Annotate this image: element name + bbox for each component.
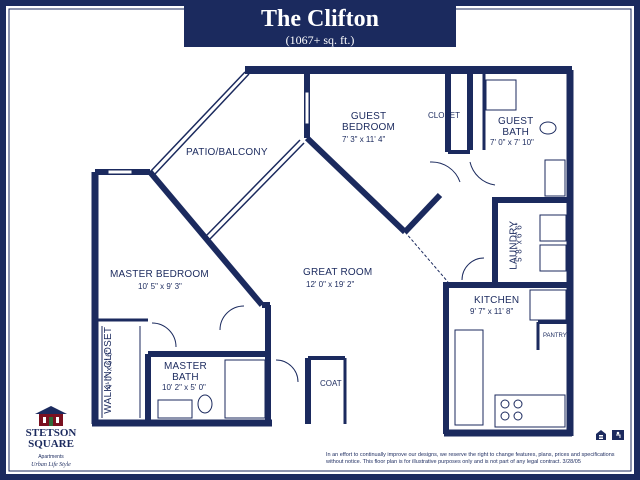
stetson-square-logo: STETSON SQUARE Apartments Urban Life Sty… [16, 404, 86, 476]
room-guest-bath-label: GUEST BATH [498, 116, 534, 138]
plan-title: The Clifton [260, 6, 379, 32]
logo-tagline: Urban Life Style [31, 462, 71, 468]
floor-plan [91, 66, 574, 437]
room-coat-label: COAT [320, 379, 342, 388]
room-master-bedroom-dim: 10' 5" x 9' 3" [138, 282, 182, 291]
room-guest-bedroom-label: GUEST BEDROOM [342, 111, 396, 133]
equal-housing-icon [596, 430, 624, 440]
room-closet-label: CLOSET [428, 111, 461, 120]
room-kitchen-dim: 9' 7" x 11' 8" [470, 307, 514, 316]
title-banner: The Clifton (1067+ sq. ft.) [184, 3, 456, 47]
room-master-bedroom-label: MASTER BEDROOM [110, 269, 209, 280]
room-great-room-dim: 12' 0" x 19' 2" [306, 280, 355, 289]
plan-area: (1067+ sq. ft.) [285, 33, 355, 47]
room-great-room-label: GREAT ROOM [303, 267, 373, 278]
room-guest-bedroom-dim: 7' 3" x 11' 4" [342, 135, 386, 144]
room-walk-in-closet-dim: 4' 0" x 6' 6" [104, 349, 114, 389]
room-master-bath-dim: 10' 2" x 5' 0" [162, 383, 206, 392]
disclaimer-text: In an effort to continually improve our … [326, 452, 615, 466]
room-patio-label: PATIO/BALCONY [186, 147, 268, 158]
room-pantry-label: PANTRY [543, 333, 567, 339]
room-kitchen-label: KITCHEN [474, 295, 520, 306]
room-master-bath-label: MASTER BATH [164, 361, 207, 383]
room-guest-bath-dim: 7' 0" x 7' 10" [490, 138, 534, 147]
logo-text: STETSON SQUARE [25, 427, 77, 450]
logo-subtext: Apartments [38, 454, 64, 460]
room-laundry-dim: 5' 8" x 6' 6" [514, 222, 524, 262]
building-icon [35, 406, 67, 426]
